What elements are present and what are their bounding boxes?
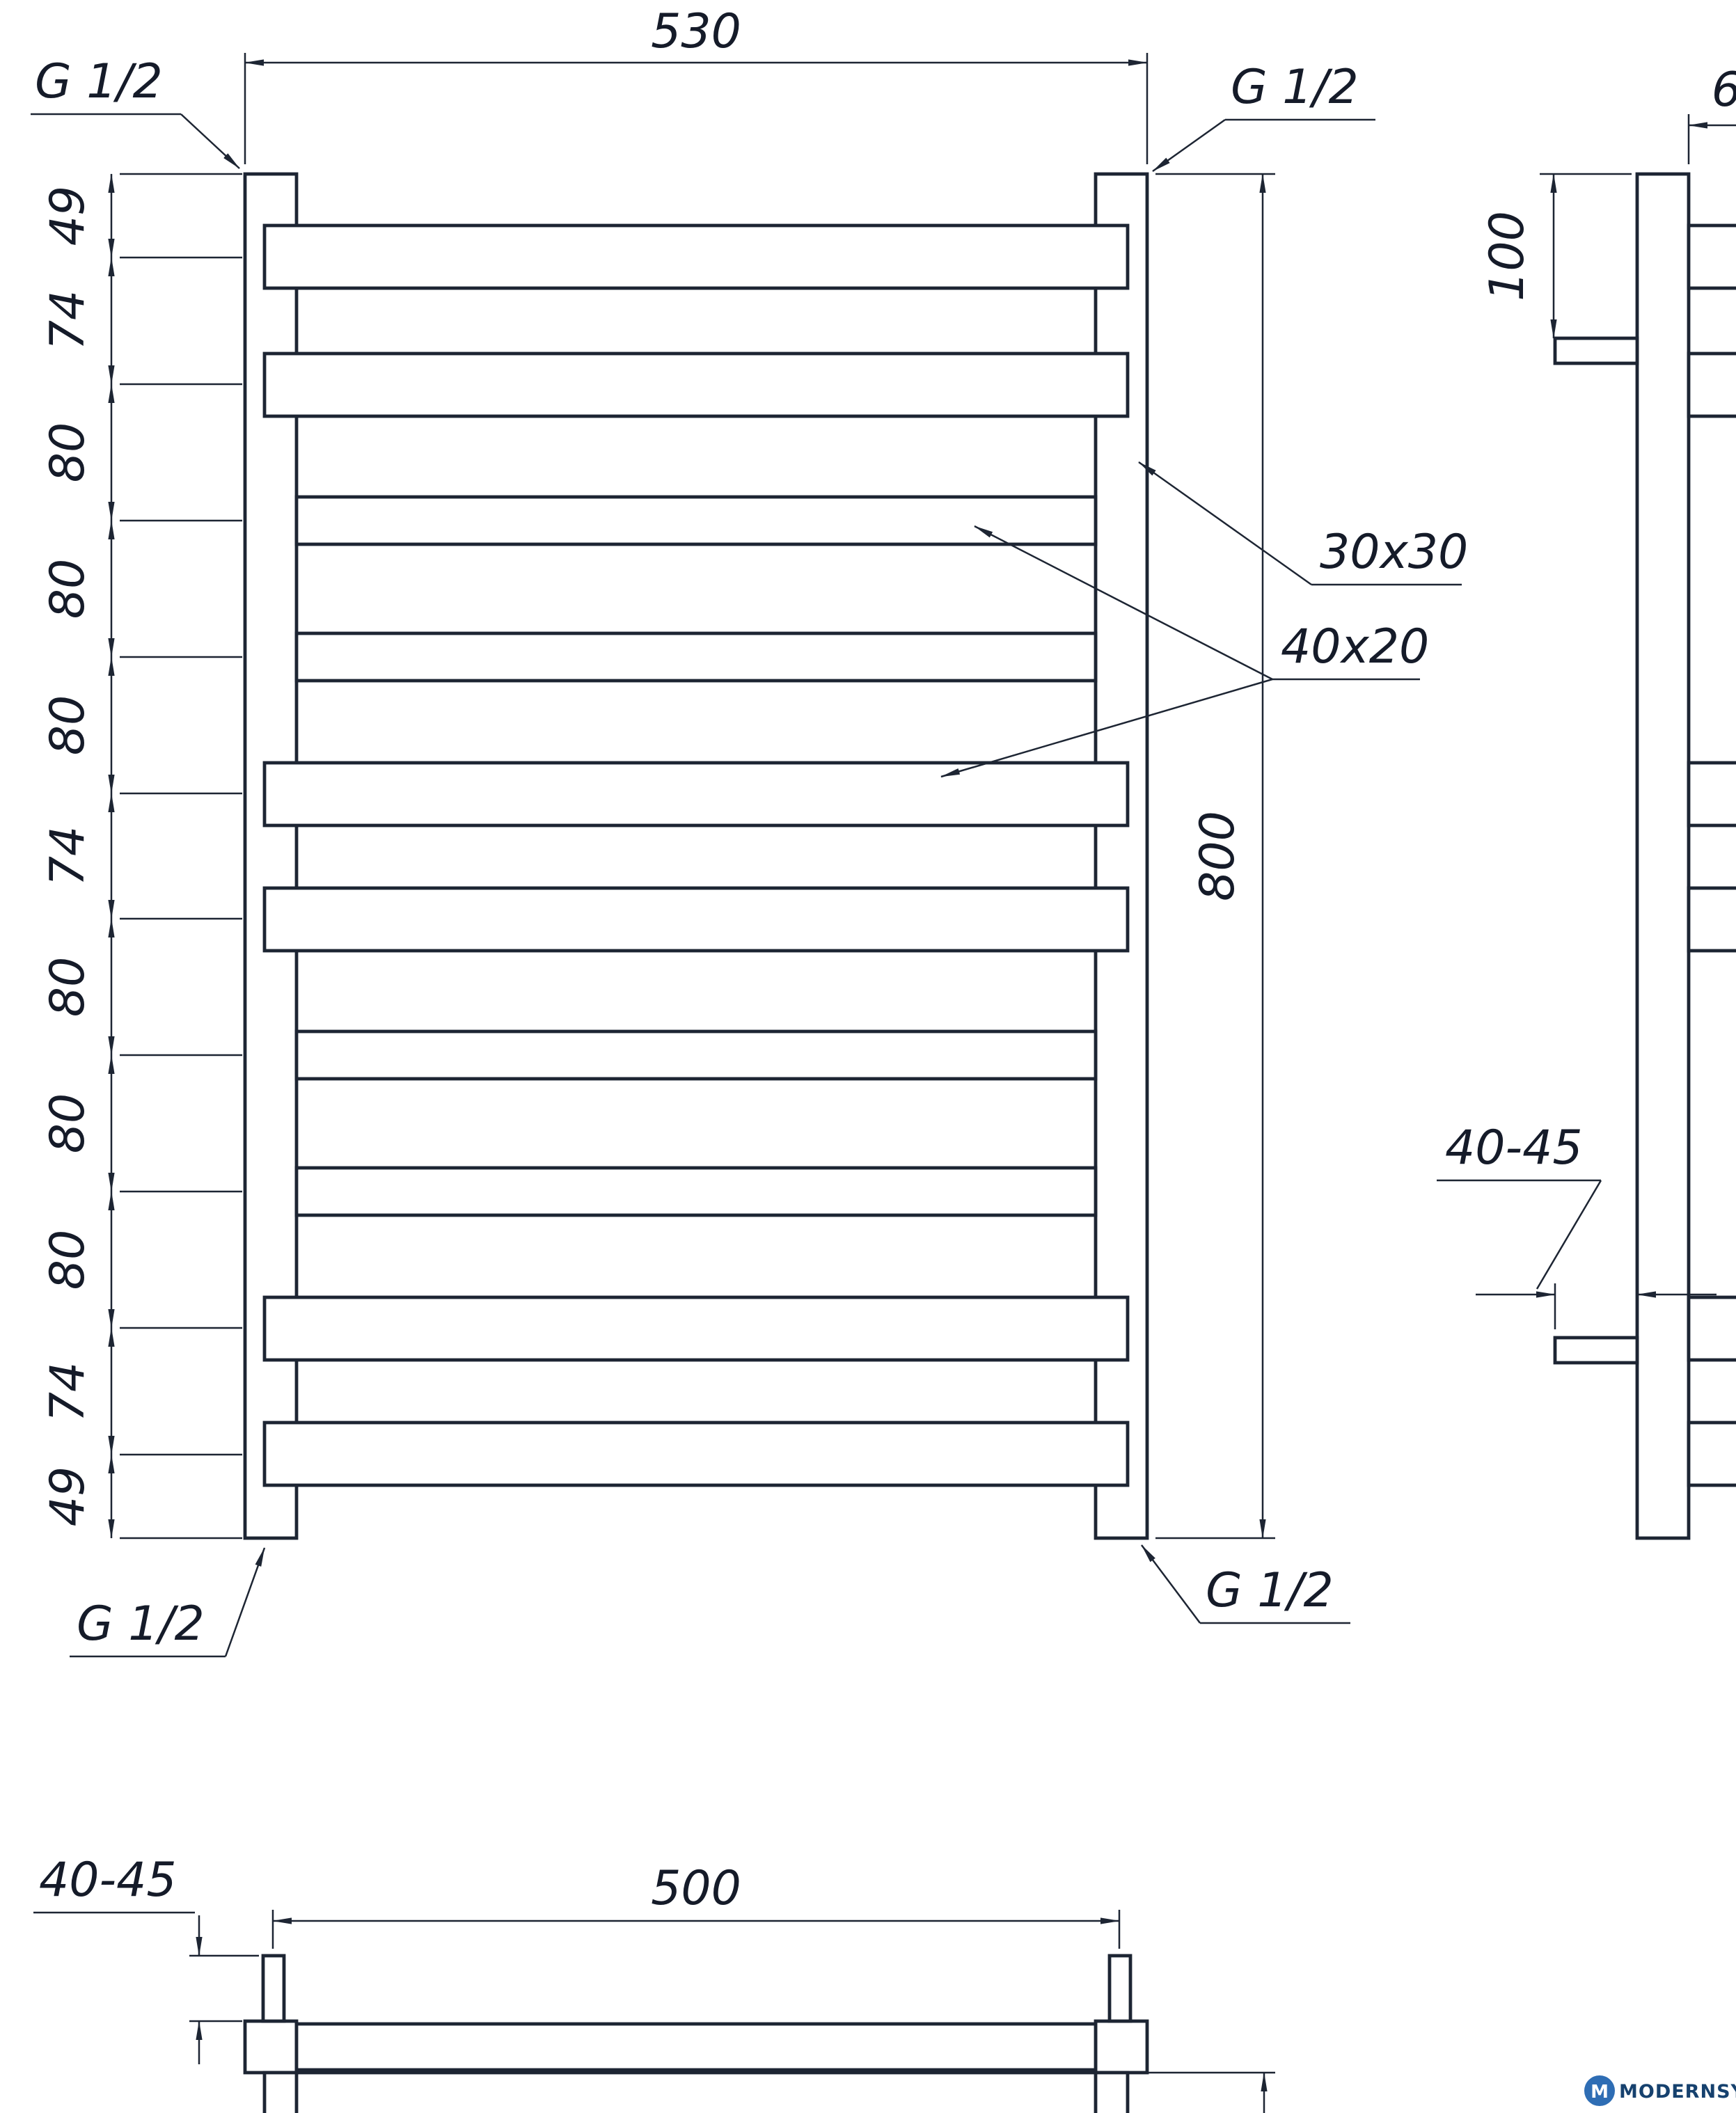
thread-callout-top-right: G 1/2 xyxy=(1152,60,1375,173)
wall-bracket xyxy=(1553,1336,1639,1365)
side-view: 60 100 40-45 xyxy=(1437,63,1736,1540)
wall-distance-label: 40-45 xyxy=(1445,1121,1583,1176)
height-label: 800 xyxy=(1190,811,1245,901)
rung-wide xyxy=(262,886,1130,953)
rung-wide xyxy=(262,223,1130,290)
pipe-stub-left xyxy=(261,1954,286,2023)
width-label: 530 xyxy=(651,4,741,59)
thread-label: G 1/2 xyxy=(1231,60,1359,115)
depth-label: 60 xyxy=(1712,63,1736,118)
rail-end-left xyxy=(243,2019,299,2075)
wall-brackets xyxy=(1553,336,1639,1365)
thread-callout-top-left: G 1/2 xyxy=(31,54,240,169)
rail-end-right xyxy=(1094,2019,1149,2075)
front-rung-plan xyxy=(262,2071,1130,2113)
dimension-spacing-500: 500 xyxy=(271,1861,1121,1949)
dimension-wall-distance-bottom: 40-45 xyxy=(33,1853,259,2064)
chain-label: 80 xyxy=(40,695,95,756)
rung-profile-label: 40x20 xyxy=(1281,619,1429,674)
rung-wide xyxy=(262,761,1130,828)
rung-stub xyxy=(1687,1295,1736,1362)
offset-label: 100 xyxy=(1480,211,1535,301)
front-view: 49 74 80 80 80 74 80 80 80 74 49 530 800 xyxy=(31,4,1468,1658)
thread-callout-bottom-left: G 1/2 xyxy=(70,1547,266,1658)
rungs-wide xyxy=(262,223,1130,1487)
dimension-offset-100: 100 xyxy=(1480,173,1632,339)
rung-thin xyxy=(294,495,1098,546)
rung-wide xyxy=(262,1420,1130,1487)
chain-label: 74 xyxy=(40,826,95,887)
rung-stub xyxy=(1687,886,1736,953)
rung-stub xyxy=(1687,351,1736,418)
logo: M MODERNSYS xyxy=(1584,2075,1736,2106)
chain-label: 80 xyxy=(40,1093,95,1154)
profile-callout-30x30: 30x30 xyxy=(1138,461,1468,586)
thread-label: G 1/2 xyxy=(1206,1563,1334,1618)
rung-stub xyxy=(1687,223,1736,290)
rung-stub xyxy=(1687,1420,1736,1487)
chain-label: 74 xyxy=(40,290,95,351)
thread-label: G 1/2 xyxy=(77,1597,205,1652)
logo-icon xyxy=(1584,2075,1615,2106)
dimension-width-530: 530 xyxy=(244,4,1149,164)
side-rail xyxy=(1635,172,1691,1540)
side-rung-stubs xyxy=(1687,223,1736,1487)
chain-label: 74 xyxy=(40,1362,95,1423)
chain-label: 49 xyxy=(40,1466,95,1527)
thread-label: G 1/2 xyxy=(35,54,163,109)
rung-thin xyxy=(294,1029,1098,1081)
wall-distance-label: 40-45 xyxy=(39,1853,177,1908)
profile-callout-40x20: 40x20 xyxy=(940,525,1429,778)
rung-thin xyxy=(294,1166,1098,1217)
logo-icon-letter: M xyxy=(1591,2082,1609,2103)
pipe-stub-right xyxy=(1107,1954,1133,2023)
dimension-depth-60: 60 xyxy=(1687,63,1736,164)
cross-bar xyxy=(294,2022,1098,2072)
chain-label: 80 xyxy=(40,957,95,1018)
rungs-thin xyxy=(294,495,1098,1217)
chain-label: 80 xyxy=(40,559,95,619)
rung-wide xyxy=(262,351,1130,418)
wall-bracket xyxy=(1553,336,1639,365)
dimension-depth-60-bottom: 60 xyxy=(1133,2071,1275,2113)
rung-thin xyxy=(294,631,1098,683)
bottom-view: 500 40-45 60 xyxy=(33,1853,1275,2113)
dimension-height-800: 800 xyxy=(1155,173,1275,1540)
rung-stub xyxy=(1687,761,1736,828)
thread-callout-bottom-right: G 1/2 xyxy=(1141,1544,1350,1624)
chain-label: 80 xyxy=(40,1230,95,1290)
rail-profile-label: 30x30 xyxy=(1320,525,1468,580)
dimension-chain-left: 49 74 80 80 80 74 80 80 80 74 49 xyxy=(40,173,242,1540)
logo-wordmark: MODERNSYS xyxy=(1619,2081,1736,2103)
spacing-label: 500 xyxy=(651,1861,741,1916)
dimension-wall-distance-side: 40-45 xyxy=(1437,1121,1717,1329)
chain-label: 49 xyxy=(40,186,95,246)
rung-wide xyxy=(262,1295,1130,1362)
chain-label: 80 xyxy=(40,422,95,483)
